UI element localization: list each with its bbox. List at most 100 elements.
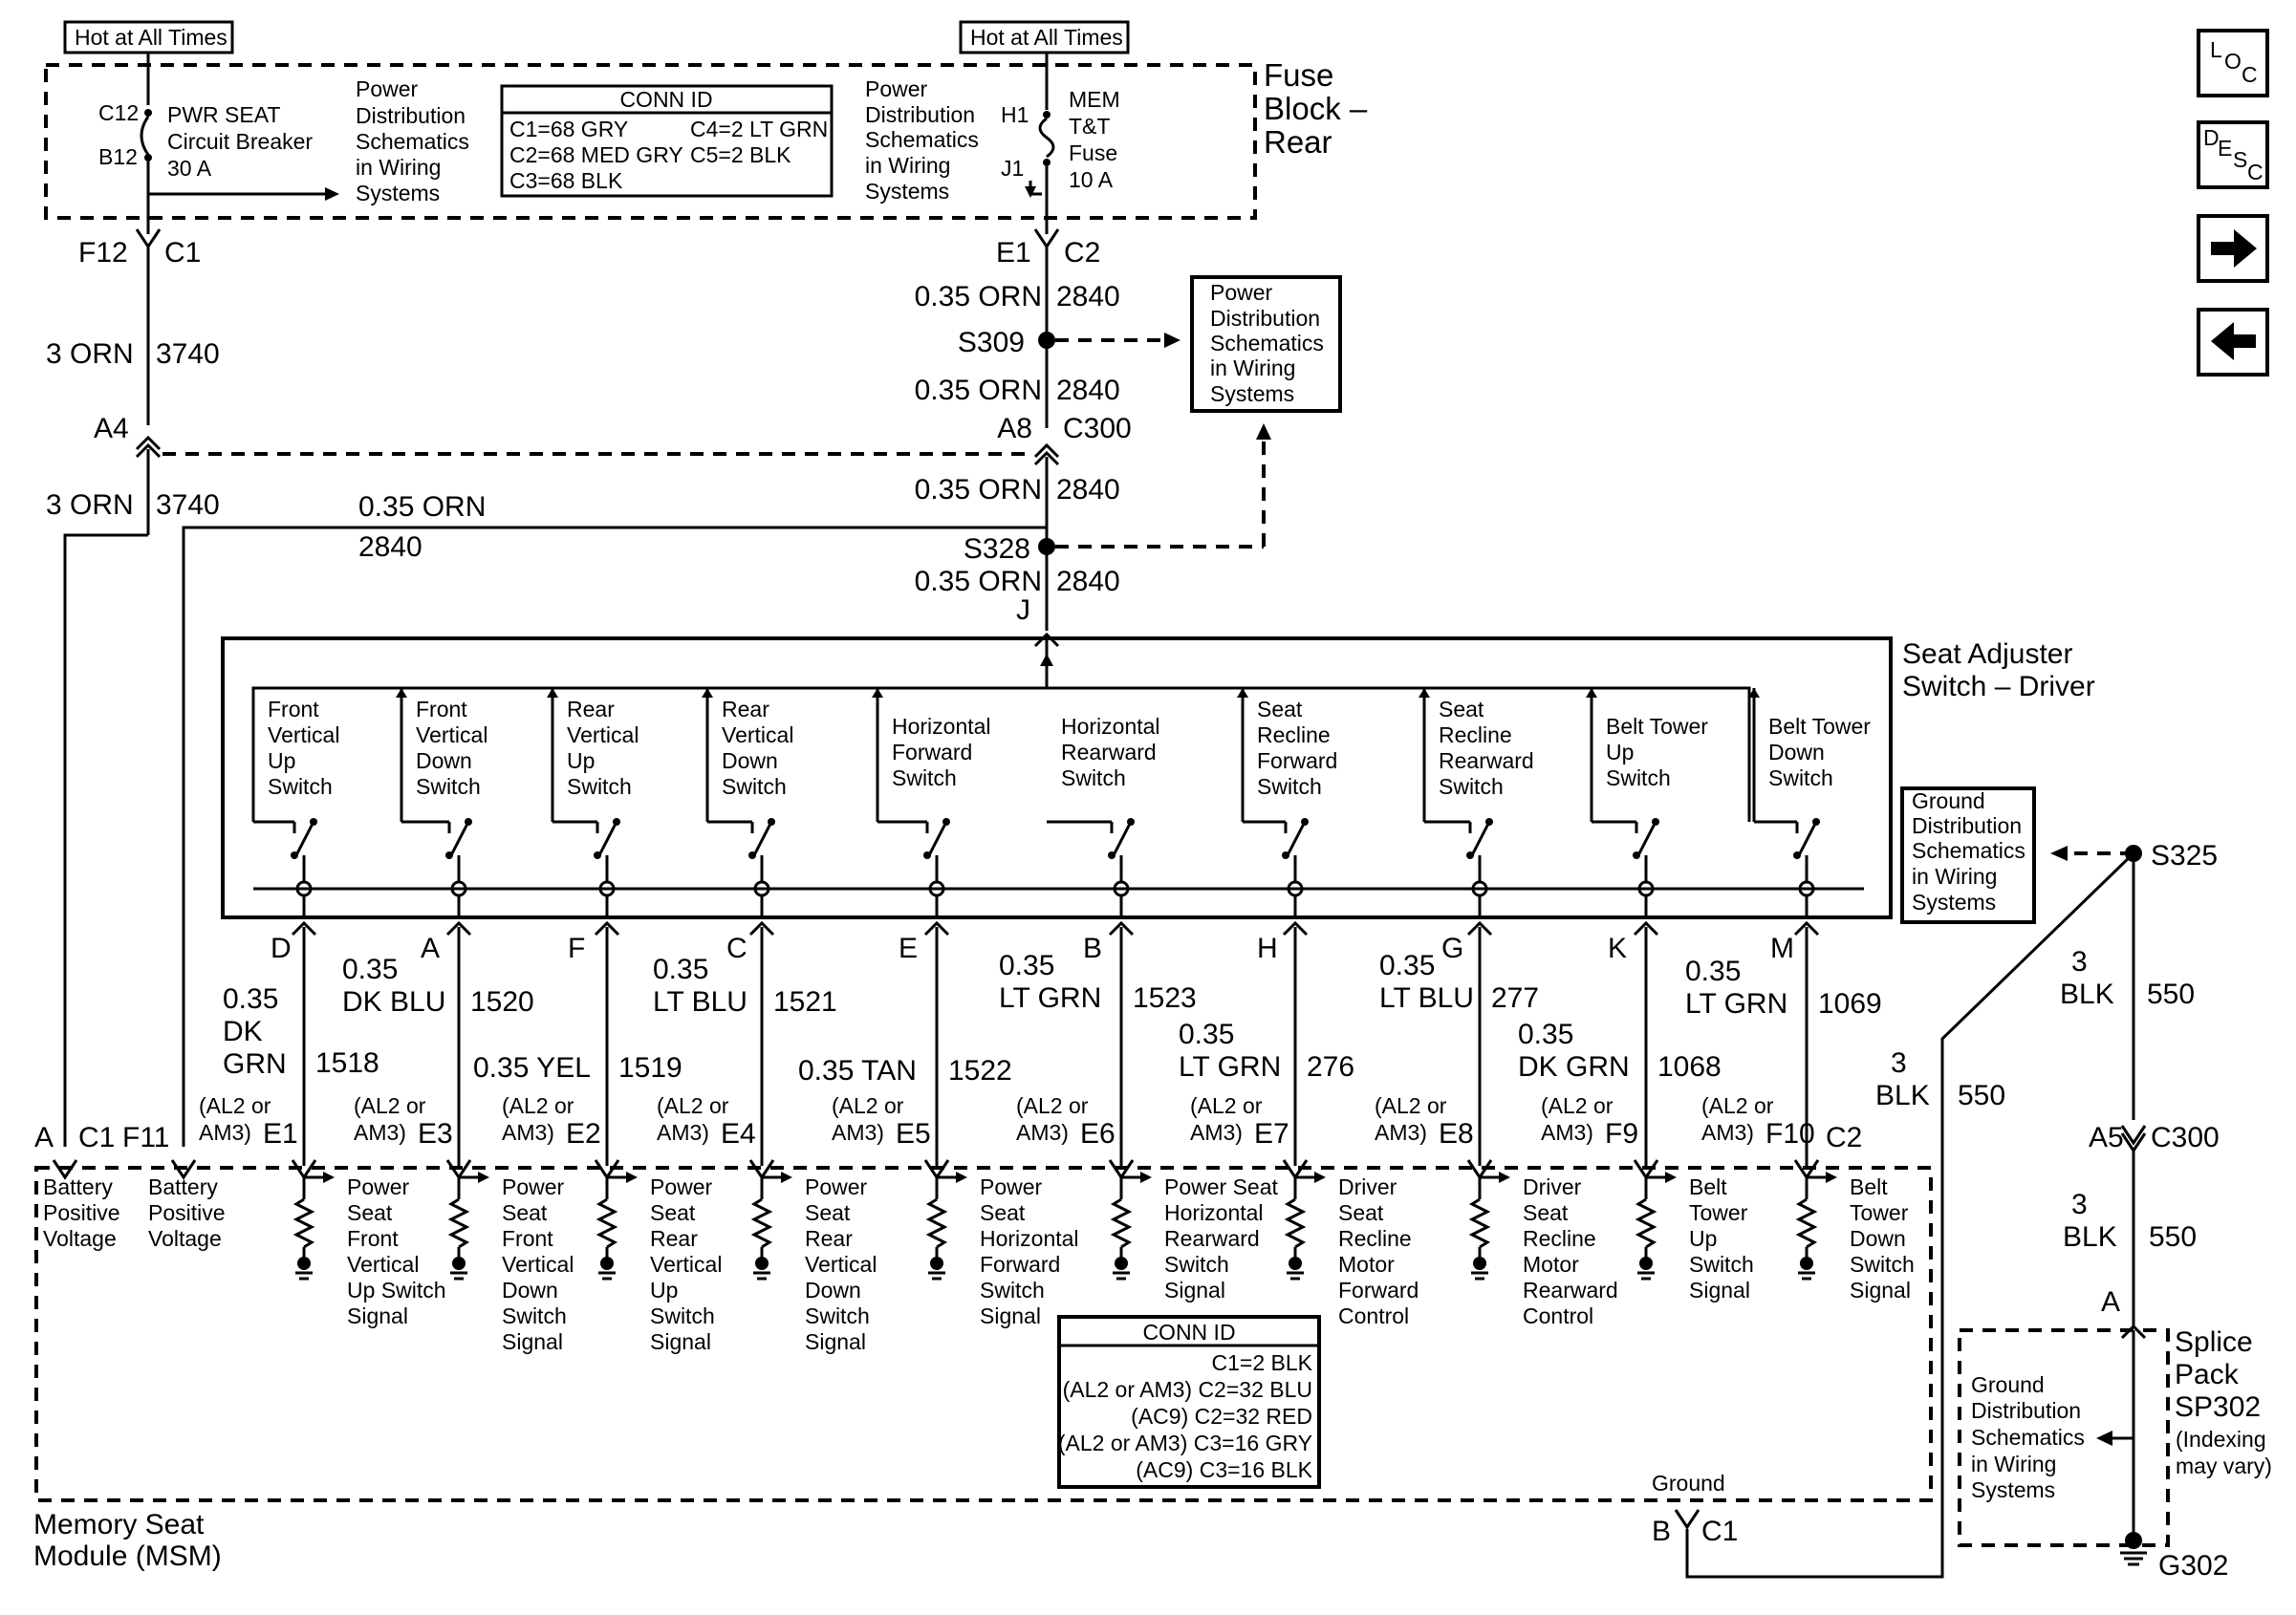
- battery-label: Voltage: [148, 1226, 222, 1251]
- signal-label: Switch: [1850, 1252, 1915, 1277]
- pin-label: E1: [263, 1118, 298, 1150]
- signal-label: Recline: [1523, 1226, 1596, 1251]
- switch-label: Belt Tower: [1606, 714, 1708, 739]
- power-distribution-ref-right: Power Distribution Schematics in Wiring …: [865, 76, 979, 204]
- signal-label: Control: [1338, 1303, 1409, 1328]
- ground-icon: [1473, 1257, 1486, 1270]
- ground-label: Ground: [1652, 1471, 1725, 1496]
- option-tag: AM3): [1190, 1120, 1243, 1145]
- signal-label: Seat: [1523, 1200, 1569, 1225]
- circuit-number: 2840: [1056, 474, 1120, 506]
- fuse-label: Fuse: [1069, 140, 1117, 165]
- conn-id-row: C2=68 MED GRY: [509, 142, 683, 167]
- conn-id-row: C1=68 GRY: [509, 117, 628, 141]
- power-distribution-ref-box: [1190, 275, 1342, 413]
- wire-size: DK: [223, 1016, 263, 1047]
- switch-contact: [927, 821, 948, 856]
- circuit-number: 2840: [1056, 281, 1120, 312]
- circuit-number: 1069: [1818, 988, 1882, 1020]
- circuit-number: 550: [2147, 979, 2195, 1010]
- signal-label: Switch: [1689, 1252, 1754, 1277]
- connector-c1: C1: [78, 1122, 115, 1153]
- pin-label: E7: [1254, 1118, 1289, 1150]
- connector-c1: C1: [1701, 1516, 1738, 1547]
- signal-label: Signal: [805, 1329, 866, 1354]
- wire-size: 0.35 YEL: [473, 1052, 591, 1084]
- splice-note: (Indexing: [2176, 1427, 2266, 1452]
- switch-label: Down: [416, 748, 472, 773]
- wire-size: 0.35 TAN: [798, 1055, 917, 1087]
- ground-icon: [1639, 1257, 1653, 1270]
- switch-label: Down: [1768, 740, 1825, 764]
- switch-label: Switch: [1061, 765, 1126, 790]
- pin-label: E8: [1439, 1118, 1474, 1150]
- conn-id-table-msm: [1057, 1315, 1321, 1489]
- pin-label: F: [568, 933, 585, 964]
- option-tag: AM3): [1016, 1120, 1069, 1145]
- conn-id-row: (AL2 or AM3) C2=32 BLU: [1063, 1377, 1312, 1402]
- wire-size: 0.35: [223, 983, 278, 1015]
- signal-label: Down: [502, 1278, 558, 1303]
- pin-a: A: [2101, 1286, 2120, 1318]
- option-tag: (AL2 or: [1190, 1093, 1263, 1118]
- pin-label: D: [271, 933, 292, 964]
- ground-icon: [1800, 1257, 1813, 1270]
- arrow-left-icon[interactable]: [2197, 308, 2269, 377]
- splice-note: may vary): [2176, 1454, 2272, 1478]
- arrow-right-icon[interactable]: [2197, 214, 2269, 283]
- conn-id-row: C4=2 LT GRN: [690, 117, 828, 141]
- signal-label: Motor: [1338, 1252, 1395, 1277]
- signal-label: Tower: [1689, 1200, 1748, 1225]
- svg-text:O: O: [2224, 49, 2242, 74]
- circuit-number: 1522: [948, 1055, 1012, 1087]
- splice-label: S328: [964, 533, 1030, 565]
- switch-label: Forward: [892, 740, 972, 764]
- pin-f12: F12: [78, 237, 128, 269]
- wire-size: DK BLU: [342, 986, 445, 1018]
- switch-label: Up: [268, 748, 295, 773]
- svg-text:in Wiring: in Wiring: [1210, 355, 1295, 380]
- signal-label: Motor: [1523, 1252, 1579, 1277]
- memory-seat-module: [34, 1166, 1933, 1502]
- ground-icon: [297, 1257, 311, 1270]
- conn-id-row: (AC9) C2=32 RED: [1131, 1404, 1312, 1429]
- signal-label: Signal: [1850, 1278, 1911, 1303]
- wire-size: BLK: [2063, 1221, 2117, 1253]
- svg-text:Distribution: Distribution: [865, 102, 975, 127]
- breaker-pin-b12: B12: [98, 144, 138, 169]
- hot-label-left: Hot at All Times: [75, 25, 227, 50]
- pin-label: F10: [1765, 1118, 1815, 1150]
- breaker-pin-c12: C12: [98, 100, 139, 125]
- wire-size: 3: [1891, 1047, 1907, 1079]
- pin-label: E6: [1080, 1118, 1116, 1150]
- switch-label: Seat: [1439, 697, 1484, 721]
- fuse-block-title-2: Block –: [1264, 91, 1368, 126]
- splice-pack-label: Pack: [2175, 1359, 2240, 1390]
- signal-label: Vertical: [502, 1252, 574, 1277]
- ground-icon: [600, 1257, 614, 1270]
- pin-a: A: [34, 1122, 54, 1153]
- signal-label: Belt: [1850, 1174, 1888, 1199]
- svg-text:in Wiring: in Wiring: [356, 155, 441, 180]
- switch-contact: [1112, 821, 1133, 856]
- wire-size: 0.35: [1379, 950, 1435, 981]
- splice-label: S309: [958, 327, 1025, 358]
- svg-text:in Wiring: in Wiring: [1912, 864, 1997, 889]
- pin-b: B: [1652, 1516, 1671, 1547]
- switch-label: Switch: [1439, 774, 1504, 799]
- option-tag: AM3): [1701, 1120, 1754, 1145]
- svg-text:Distribution: Distribution: [1971, 1398, 2081, 1423]
- conn-id-row: (AC9) C3=16 BLK: [1136, 1457, 1312, 1482]
- msm-title: Module (MSM): [33, 1540, 222, 1572]
- signal-label: Power: [502, 1174, 565, 1199]
- wire-size: 0.35: [1518, 1019, 1573, 1050]
- ground-g302-label: G302: [2158, 1550, 2228, 1582]
- breaker-label: PWR SEAT: [167, 102, 280, 127]
- signal-label: Rear: [650, 1226, 698, 1251]
